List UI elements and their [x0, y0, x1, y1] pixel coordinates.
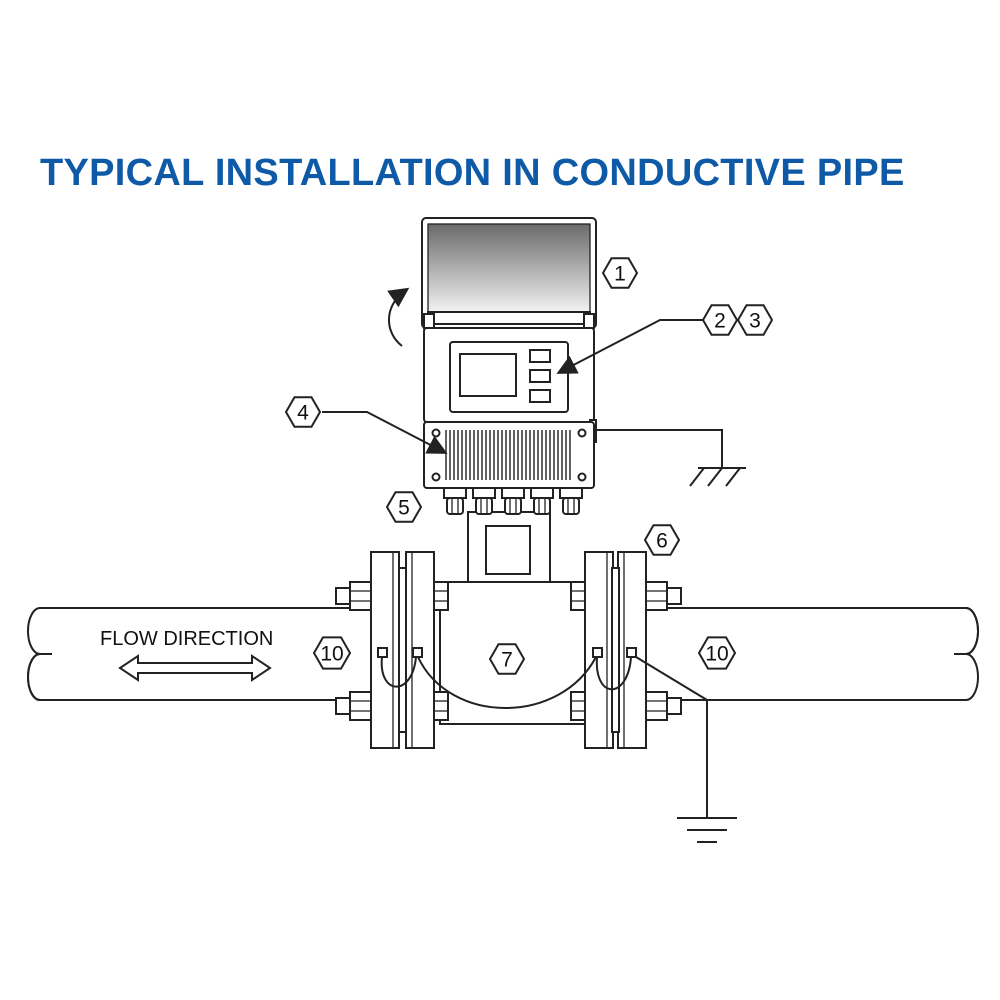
cable-gland	[472, 487, 496, 515]
cable-gland	[443, 487, 467, 515]
cable-glands	[443, 487, 583, 515]
flange-bolts	[335, 581, 682, 721]
gasket-right	[611, 567, 620, 733]
curved-arrow-icon	[387, 287, 410, 347]
leader-4	[322, 411, 448, 454]
terminal-box	[423, 421, 595, 489]
callout-c10-right: 10	[697, 636, 737, 670]
callout-c7: 7	[488, 643, 526, 675]
callout-number: 7	[501, 649, 513, 672]
double-arrow-icon	[118, 654, 272, 682]
callout-c2: 2	[701, 304, 739, 336]
callout-number: 10	[320, 643, 343, 666]
gasket-left	[398, 567, 407, 733]
display-panel	[449, 341, 569, 413]
callout-c10-left: 10	[312, 636, 352, 670]
cable-gland	[530, 487, 554, 515]
callout-number: 5	[398, 497, 410, 520]
callout-number: 2	[714, 310, 726, 333]
callout-c5: 5	[385, 491, 423, 523]
callout-c3: 3	[736, 304, 774, 336]
callout-number: 1	[614, 263, 626, 286]
flow-direction-label: FLOW DIRECTION	[100, 628, 273, 650]
cable-gland	[501, 487, 525, 515]
sensor-neck	[467, 511, 551, 583]
ground-symbol-lower	[677, 817, 737, 843]
callout-number: 6	[656, 530, 668, 553]
callout-c1: 1	[601, 257, 639, 289]
callout-number: 3	[749, 310, 761, 333]
left-pipe	[27, 607, 373, 701]
callout-number: 10	[705, 643, 728, 666]
ground-wire-upper	[594, 429, 723, 468]
diagram-title: TYPICAL INSTALLATION IN CONDUCTIVE PIPE	[40, 152, 905, 194]
callout-c4: 4	[284, 396, 322, 428]
callout-c6: 6	[643, 524, 681, 556]
ground-symbol-upper	[689, 467, 746, 487]
right-pipe	[639, 607, 979, 701]
ground-wire-lower	[635, 656, 708, 818]
callout-number: 4	[297, 402, 309, 425]
cable-gland	[559, 487, 583, 515]
leader-2-3	[556, 319, 711, 374]
protective-visor	[421, 217, 597, 329]
grounding-straps	[377, 647, 637, 709]
